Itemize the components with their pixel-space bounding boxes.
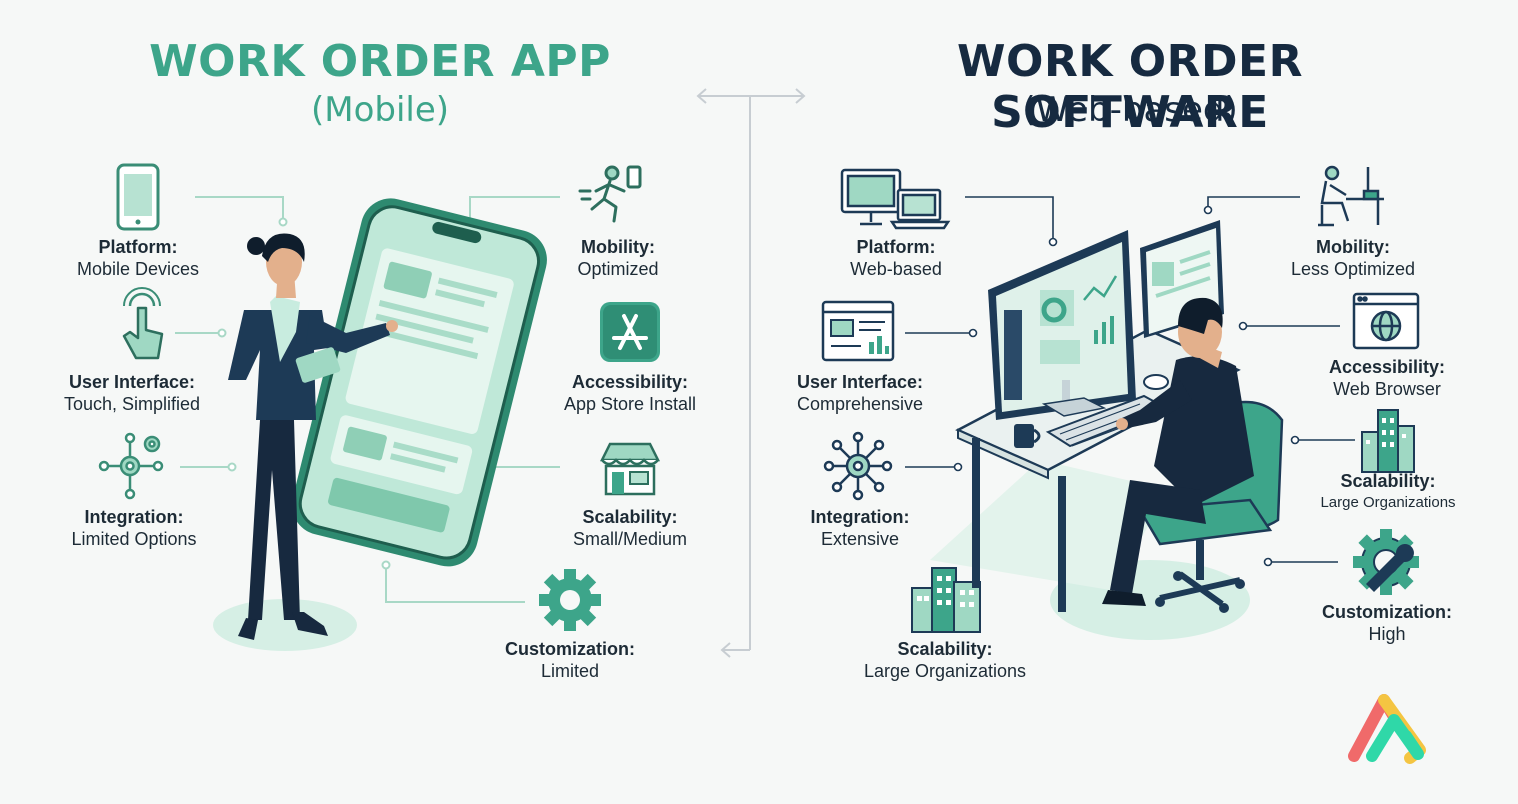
software-feature-platform: Platform: Web-based	[786, 236, 1006, 280]
feature-label: Integration:	[810, 507, 910, 527]
office-buildings-icon	[911, 567, 981, 633]
feature-label: Scalability:	[897, 639, 993, 659]
app-store-icon	[600, 302, 660, 362]
browser-globe-icon	[1352, 292, 1420, 350]
storefront-icon	[599, 442, 661, 496]
software-feature-accessibility: Accessibility: Web Browser	[1277, 356, 1497, 400]
software-feature-user-interface: User Interface: Comprehensive	[750, 371, 970, 415]
feature-value: Extensive	[820, 529, 900, 549]
app-subtitle: (Mobile)	[310, 90, 450, 130]
dashboard-window-icon	[821, 300, 895, 362]
feature-value: Less Optimized	[1290, 259, 1416, 279]
smartphone-icon	[116, 163, 160, 231]
feature-label: Scalability:	[1340, 471, 1436, 491]
feature-value: Comprehensive	[796, 394, 924, 414]
touch-hand-icon	[122, 287, 164, 360]
feature-label: Platform:	[98, 237, 178, 257]
feature-value: High	[1368, 624, 1406, 644]
gear-icon	[539, 569, 601, 631]
gear-wrench-icon	[1353, 529, 1419, 595]
woman-with-phone-illustration	[213, 198, 547, 651]
desktop-laptop-icon	[840, 168, 951, 230]
software-subtitle: (Web-based)	[1022, 90, 1238, 130]
feature-label: Scalability:	[582, 507, 678, 527]
network-hub-icon	[823, 431, 893, 501]
software-feature-scalability: Scalability: Large Organizations	[1278, 470, 1498, 514]
feature-value: Small/Medium	[572, 529, 688, 549]
software-feature-mobility: Mobility: Less Optimized	[1243, 236, 1463, 280]
man-at-desk-illustration	[930, 220, 1284, 640]
feature-label: Accessibility:	[571, 372, 689, 392]
feature-label: Accessibility:	[1328, 357, 1446, 377]
feature-value: Mobile Devices	[76, 259, 200, 279]
software-title: WORK ORDER SOFTWARE	[957, 36, 1303, 138]
feature-label: Integration:	[84, 507, 184, 527]
app-feature-scalability: Scalability: Small/Medium	[520, 506, 740, 550]
app-feature-mobility: Mobility: Optimized	[508, 236, 728, 280]
feature-label: Platform:	[856, 237, 936, 257]
feature-value: Limited	[540, 661, 600, 681]
feature-value: App Store Install	[563, 394, 697, 414]
skyscrapers-icon	[1361, 409, 1415, 473]
feature-label: Customization:	[1322, 602, 1452, 622]
software-feature-customization: Customization: High	[1277, 601, 1497, 645]
feature-value: Web Browser	[1333, 379, 1441, 399]
app-feature-integration: Integration: Limited Options	[24, 506, 244, 550]
running-person-icon	[578, 165, 642, 223]
feature-value: Large Organizations	[863, 661, 1027, 681]
desk-worker-icon	[1318, 165, 1384, 227]
software-feature-scalability-bottom: Scalability: Large Organizations	[835, 638, 1055, 682]
app-title: WORK ORDER APP	[149, 36, 611, 87]
brand-logo	[1348, 694, 1426, 764]
feature-value: Touch, Simplified	[63, 394, 201, 414]
app-feature-platform: Platform: Mobile Devices	[28, 236, 248, 280]
feature-label: Mobility:	[1316, 237, 1390, 257]
feature-label: User Interface:	[796, 372, 924, 392]
center-divider	[696, 88, 806, 658]
feature-value: Optimized	[577, 259, 659, 279]
app-feature-customization: Customization: Limited	[460, 638, 680, 682]
right-connectors	[905, 196, 1355, 567]
app-feature-user-interface: User Interface: Touch, Simplified	[22, 371, 242, 415]
feature-value: Large Organizations	[1320, 494, 1456, 511]
feature-label: Mobility:	[581, 237, 655, 257]
network-gears-icon	[98, 432, 164, 500]
feature-label: User Interface:	[68, 372, 196, 392]
software-feature-integration: Integration: Extensive	[750, 506, 970, 550]
feature-label: Customization:	[505, 639, 635, 659]
app-feature-accessibility: Accessibility: App Store Install	[520, 371, 740, 415]
feature-value: Web-based	[850, 259, 942, 279]
feature-value: Limited Options	[71, 529, 197, 549]
